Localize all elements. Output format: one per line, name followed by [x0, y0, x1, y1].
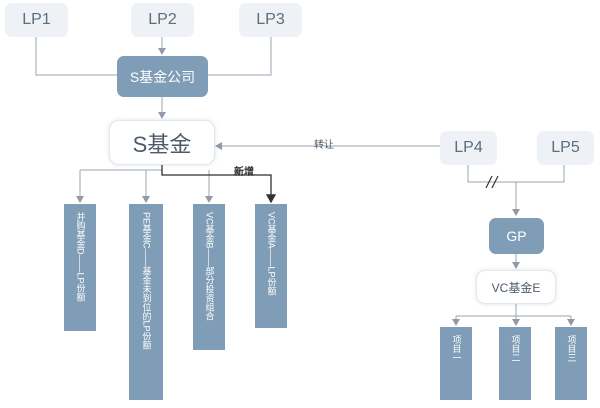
edge-s-fund-bus	[80, 165, 163, 171]
lp3-label: LP3	[256, 11, 285, 28]
gp-box: GP	[489, 218, 544, 254]
fund-a-label: VC基金A——LP份额	[266, 212, 277, 296]
lp5-label: LP5	[551, 139, 580, 156]
project-1-label: 项目一	[451, 335, 462, 362]
s-fund-label: S基金	[132, 131, 192, 157]
break-marks	[485, 175, 499, 189]
project-3-label: 项目三	[566, 335, 577, 362]
edge-lp4-down	[467, 165, 516, 183]
s-company-box: S基金公司	[117, 56, 208, 97]
edge-vc-e-bus	[456, 304, 517, 317]
fund-d-label: 并购基金D——LP份额	[75, 212, 86, 302]
vc-fund-e-label: VC基金E	[491, 280, 541, 295]
project-3-bar: 项目三	[555, 327, 587, 400]
edge-lp3-s-company	[208, 37, 272, 76]
lp2-label: LP2	[148, 11, 177, 28]
fund-a-bar: VC基金A——LP份额	[255, 204, 287, 328]
new-label: 新增	[234, 167, 254, 178]
lp2-box: LP2	[131, 3, 194, 37]
s-company-label: S基金公司	[129, 68, 196, 85]
gp-label: GP	[506, 228, 527, 244]
s-fund-box: S基金	[109, 120, 215, 165]
project-2-label: 项目二	[510, 335, 521, 362]
lp4-box: LP4	[440, 131, 497, 165]
lp5-box: LP5	[537, 131, 594, 165]
fund-b-label: VC基金B——部分投资组合	[204, 212, 215, 321]
edge-lp1-s-company	[35, 37, 117, 76]
fund-d-bar: 并购基金D——LP份额	[64, 204, 96, 331]
project-2-bar: 项目二	[499, 327, 531, 400]
fund-b-bar: VC基金B——部分投资组合	[193, 204, 225, 350]
vc-fund-e-box: VC基金E	[476, 270, 556, 304]
lp1-label: LP1	[22, 11, 51, 28]
lp4-label: LP4	[454, 139, 483, 156]
edge-new-bar-a	[161, 165, 277, 204]
transfer-label: 转让	[314, 140, 334, 151]
fund-c-bar: PE基金C——基金未到位的LP份额	[129, 204, 163, 400]
lp1-box: LP1	[5, 3, 68, 37]
fund-c-label: PE基金C——基金未到位的LP份额	[141, 212, 152, 350]
lp3-box: LP3	[239, 3, 302, 37]
project-1-bar: 项目一	[440, 327, 472, 400]
edge-lp5-down	[516, 165, 565, 183]
